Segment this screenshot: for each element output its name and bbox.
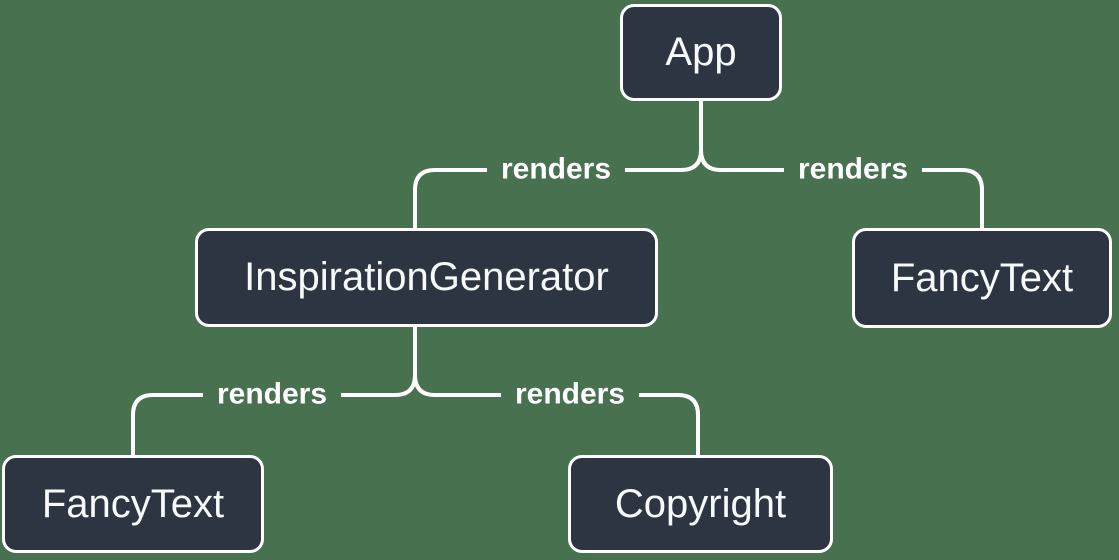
- edge-label-renders-app-fancy-text: renders: [783, 152, 923, 186]
- edge-label-renders-inspiration-generator-fancy-text: renders: [202, 377, 342, 411]
- node-fancy-text-left-label: FancyText: [41, 481, 225, 526]
- node-copyright: Copyright: [568, 455, 833, 553]
- node-inspiration-generator-label: InspirationGenerator: [244, 255, 609, 299]
- edge-label-renders-inspiration-generator-copyright: renders: [500, 377, 640, 411]
- node-fancy-text-left: FancyText: [2, 455, 264, 553]
- node-fancy-text-right-label: FancyText: [890, 255, 1074, 300]
- node-fancy-text-right: FancyText: [852, 228, 1112, 328]
- node-inspiration-generator: InspirationGenerator: [195, 228, 658, 327]
- node-app-label: App: [665, 30, 737, 74]
- node-app: App: [620, 4, 782, 101]
- edge-label-renders-app-inspiration-generator: renders: [486, 152, 626, 186]
- node-copyright-label: Copyright: [614, 481, 787, 526]
